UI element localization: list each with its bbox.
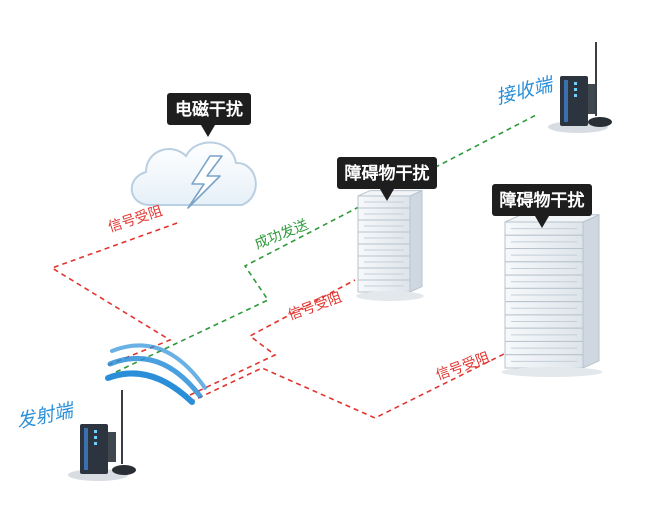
server-stack-icon <box>356 189 424 301</box>
callout-obstacle-large: 障碍物干扰 <box>492 184 592 228</box>
receiver-label: 接收端 <box>494 73 558 109</box>
path-label-blocked-small: 信号受阻 <box>286 290 344 324</box>
receiver-device-icon <box>548 42 612 133</box>
path-blocked-small <box>189 279 356 396</box>
callout-electromagnetic-text: 电磁干扰 <box>175 99 243 120</box>
path-label-blocked-large: 信号受阻 <box>434 350 492 384</box>
path-success <box>115 113 539 373</box>
callout-obstacle-small: 障碍物干扰 <box>337 157 437 201</box>
transmitter-device-icon <box>68 390 136 481</box>
path-label-success: 成功发送 <box>253 217 311 253</box>
path-blocked-em <box>50 221 181 366</box>
transmitter-label: 发射端 <box>14 399 77 433</box>
signal-wave-icon <box>105 343 207 405</box>
callout-obstacle-small-text: 障碍物干扰 <box>345 163 430 184</box>
lightning-cloud-icon <box>130 141 257 209</box>
server-stack-icon <box>501 214 603 377</box>
callout-obstacle-large-text: 障碍物干扰 <box>500 190 585 211</box>
path-blocked-large <box>189 351 509 419</box>
callout-electromagnetic: 电磁干扰 <box>167 93 251 137</box>
